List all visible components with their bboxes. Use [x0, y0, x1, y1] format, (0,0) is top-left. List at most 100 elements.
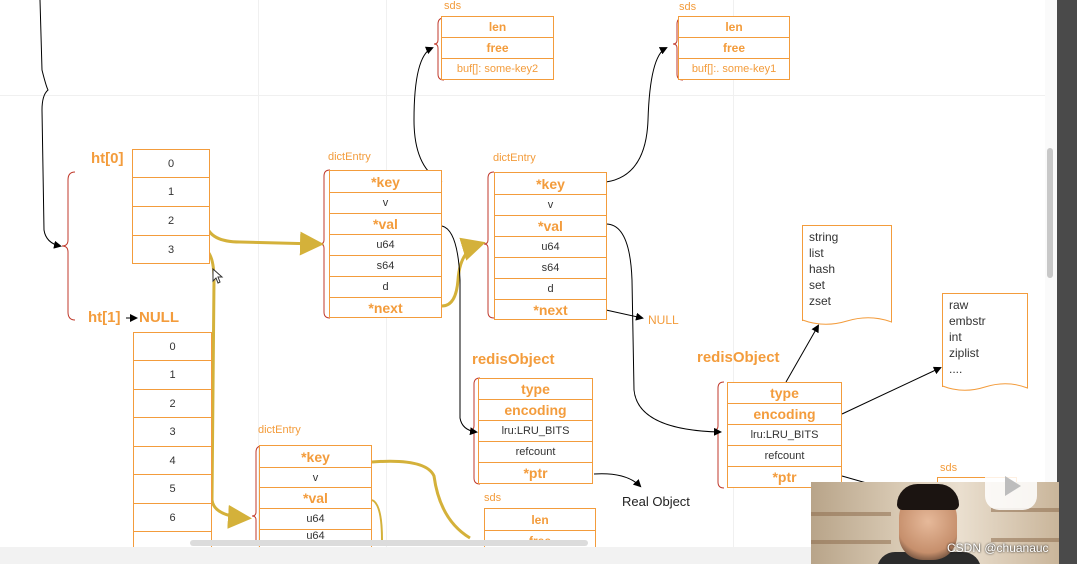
ht0-bucket-0: 0 [133, 150, 209, 178]
sds-1-buf: buf[]: some-key2 [456, 63, 539, 75]
ht0-bucket-2: 2 [133, 207, 209, 236]
ht1-table: 0 1 2 3 4 5 6 [133, 332, 212, 547]
grid-line [733, 0, 734, 564]
sds-2-free: free [679, 38, 789, 59]
redis-object-2-encoding: encoding [728, 404, 841, 425]
shelf [991, 508, 1059, 512]
dict-entry-2-d: d [495, 279, 606, 300]
redis-object-1-ptr: *ptr [523, 465, 548, 481]
dict-entry-3-val: *val [260, 488, 371, 509]
real-object-label: Real Object [622, 494, 690, 509]
ht1-label: ht[1] [88, 309, 121, 326]
vertical-scroll-track [1045, 0, 1057, 564]
redis-object-2-title: redisObject [697, 349, 780, 366]
shelf [811, 512, 891, 516]
grid-line [0, 95, 1077, 96]
dict-entry-1-v: v [330, 193, 441, 214]
ht1-null-label: NULL [139, 309, 179, 326]
shelf [811, 540, 891, 544]
ht0-bucket-3: 3 [167, 243, 175, 256]
watermark: CSDN @chuanauc [947, 541, 1049, 555]
dict-entry-2-s64: s64 [495, 258, 606, 279]
encodings-note-wave [942, 382, 1028, 391]
ht1-bucket-5: 5 [134, 475, 211, 504]
sds-2: len free buf[]:. some-key1 [678, 16, 790, 80]
dict-entry-2: *key v *val u64 s64 d *next [494, 172, 607, 320]
dict-entry-2-u64: u64 [495, 237, 606, 258]
redis-object-2-ptr: *ptr [772, 469, 797, 485]
vertical-scrollbar[interactable] [1047, 148, 1053, 278]
dict-entry-3: *key v *val u64 u64 [259, 445, 372, 547]
encodings-note-item: ziplist [949, 346, 980, 360]
types-note-item: set [809, 278, 826, 292]
redis-object-1-type: type [479, 379, 592, 400]
ht1-bucket-4: 4 [134, 447, 211, 475]
sds-4-title: sds [940, 462, 958, 474]
redis-object-2: type encoding lru:LRU_BITS refcount *ptr [727, 382, 842, 488]
ht0-bucket-1: 1 [133, 178, 209, 207]
redis-object-1-encoding: encoding [479, 400, 592, 421]
encodings-note-item: embstr [949, 314, 986, 328]
person-hair [897, 484, 959, 510]
horizontal-scrollbar[interactable] [190, 540, 588, 546]
sds-3-title: sds [484, 492, 502, 504]
types-note-item: hash [809, 262, 836, 276]
bottom-bar [0, 547, 1077, 564]
dict-entry-1: *key v *val u64 s64 d *next [329, 170, 442, 318]
grid-line [258, 0, 259, 564]
ht1-bucket-2: 2 [134, 390, 211, 418]
dict-entry-3-key: *key [260, 446, 371, 468]
dict-entry-1-u64: u64 [330, 235, 441, 256]
encodings-note-item: int [949, 330, 962, 344]
dict-entry-1-title: dictEntry [328, 151, 371, 163]
ht1-bucket-3: 3 [134, 418, 211, 447]
ht1-bucket-6: 6 [134, 504, 211, 532]
sds-3-len: len [485, 509, 595, 531]
dict-entry-1-s64: s64 [330, 256, 441, 277]
encodings-note-item: raw [949, 298, 969, 312]
redis-object-1: type encoding lru:LRU_BITS refcount *ptr [478, 378, 593, 484]
next-null-label: NULL [648, 313, 679, 327]
ht0-label: ht[0] [91, 150, 124, 167]
dict-entry-1-key: *key [330, 171, 441, 193]
dict-entry-2-key: *key [495, 173, 606, 195]
sds-1: len free buf[]: some-key2 [441, 16, 554, 80]
types-note-item: string [809, 230, 839, 244]
ht0-table: 0 1 2 3 [132, 149, 210, 264]
encodings-note-item: .... [949, 362, 963, 376]
webcam-overlay [811, 482, 1059, 564]
sds-2-len: len [679, 17, 789, 38]
dict-entry-1-d: d [330, 277, 441, 298]
dict-entry-1-next: *next [368, 299, 403, 316]
video-logo-icon [985, 462, 1037, 510]
types-note-item: list [809, 246, 824, 260]
types-note: string list hash set zset [802, 225, 892, 321]
dict-entry-1-val: *val [330, 214, 441, 235]
ht1-bucket-0: 0 [134, 333, 211, 361]
dict-entry-2-next: *next [533, 301, 568, 318]
sds-1-title: sds [444, 0, 462, 12]
dict-entry-2-v: v [495, 195, 606, 216]
redis-object-1-refcount: refcount [479, 442, 592, 463]
dict-entry-3-title: dictEntry [258, 424, 301, 436]
ht1-bucket-1: 1 [134, 361, 211, 390]
redis-object-2-lru: lru:LRU_BITS [728, 425, 841, 446]
dict-entry-3-v: v [260, 468, 371, 488]
dict-entry-2-title: dictEntry [493, 152, 536, 164]
redis-object-1-title: redisObject [472, 351, 555, 368]
window-edge [1057, 0, 1077, 564]
redis-object-2-refcount: refcount [728, 446, 841, 467]
redis-object-2-type: type [728, 383, 841, 404]
types-note-wave [802, 316, 892, 325]
dict-entry-3-u64-b: u64 [306, 530, 325, 542]
sds-2-buf: buf[]:. some-key1 [691, 63, 777, 75]
sds-1-free: free [442, 38, 553, 59]
shelf [991, 538, 1059, 542]
encodings-note: raw embstr int ziplist .... [942, 293, 1028, 387]
sds-1-len: len [442, 17, 553, 38]
mouse-cursor-icon [212, 268, 224, 284]
sds-2-title: sds [679, 1, 697, 13]
dict-entry-3-u64: u64 [260, 509, 371, 530]
